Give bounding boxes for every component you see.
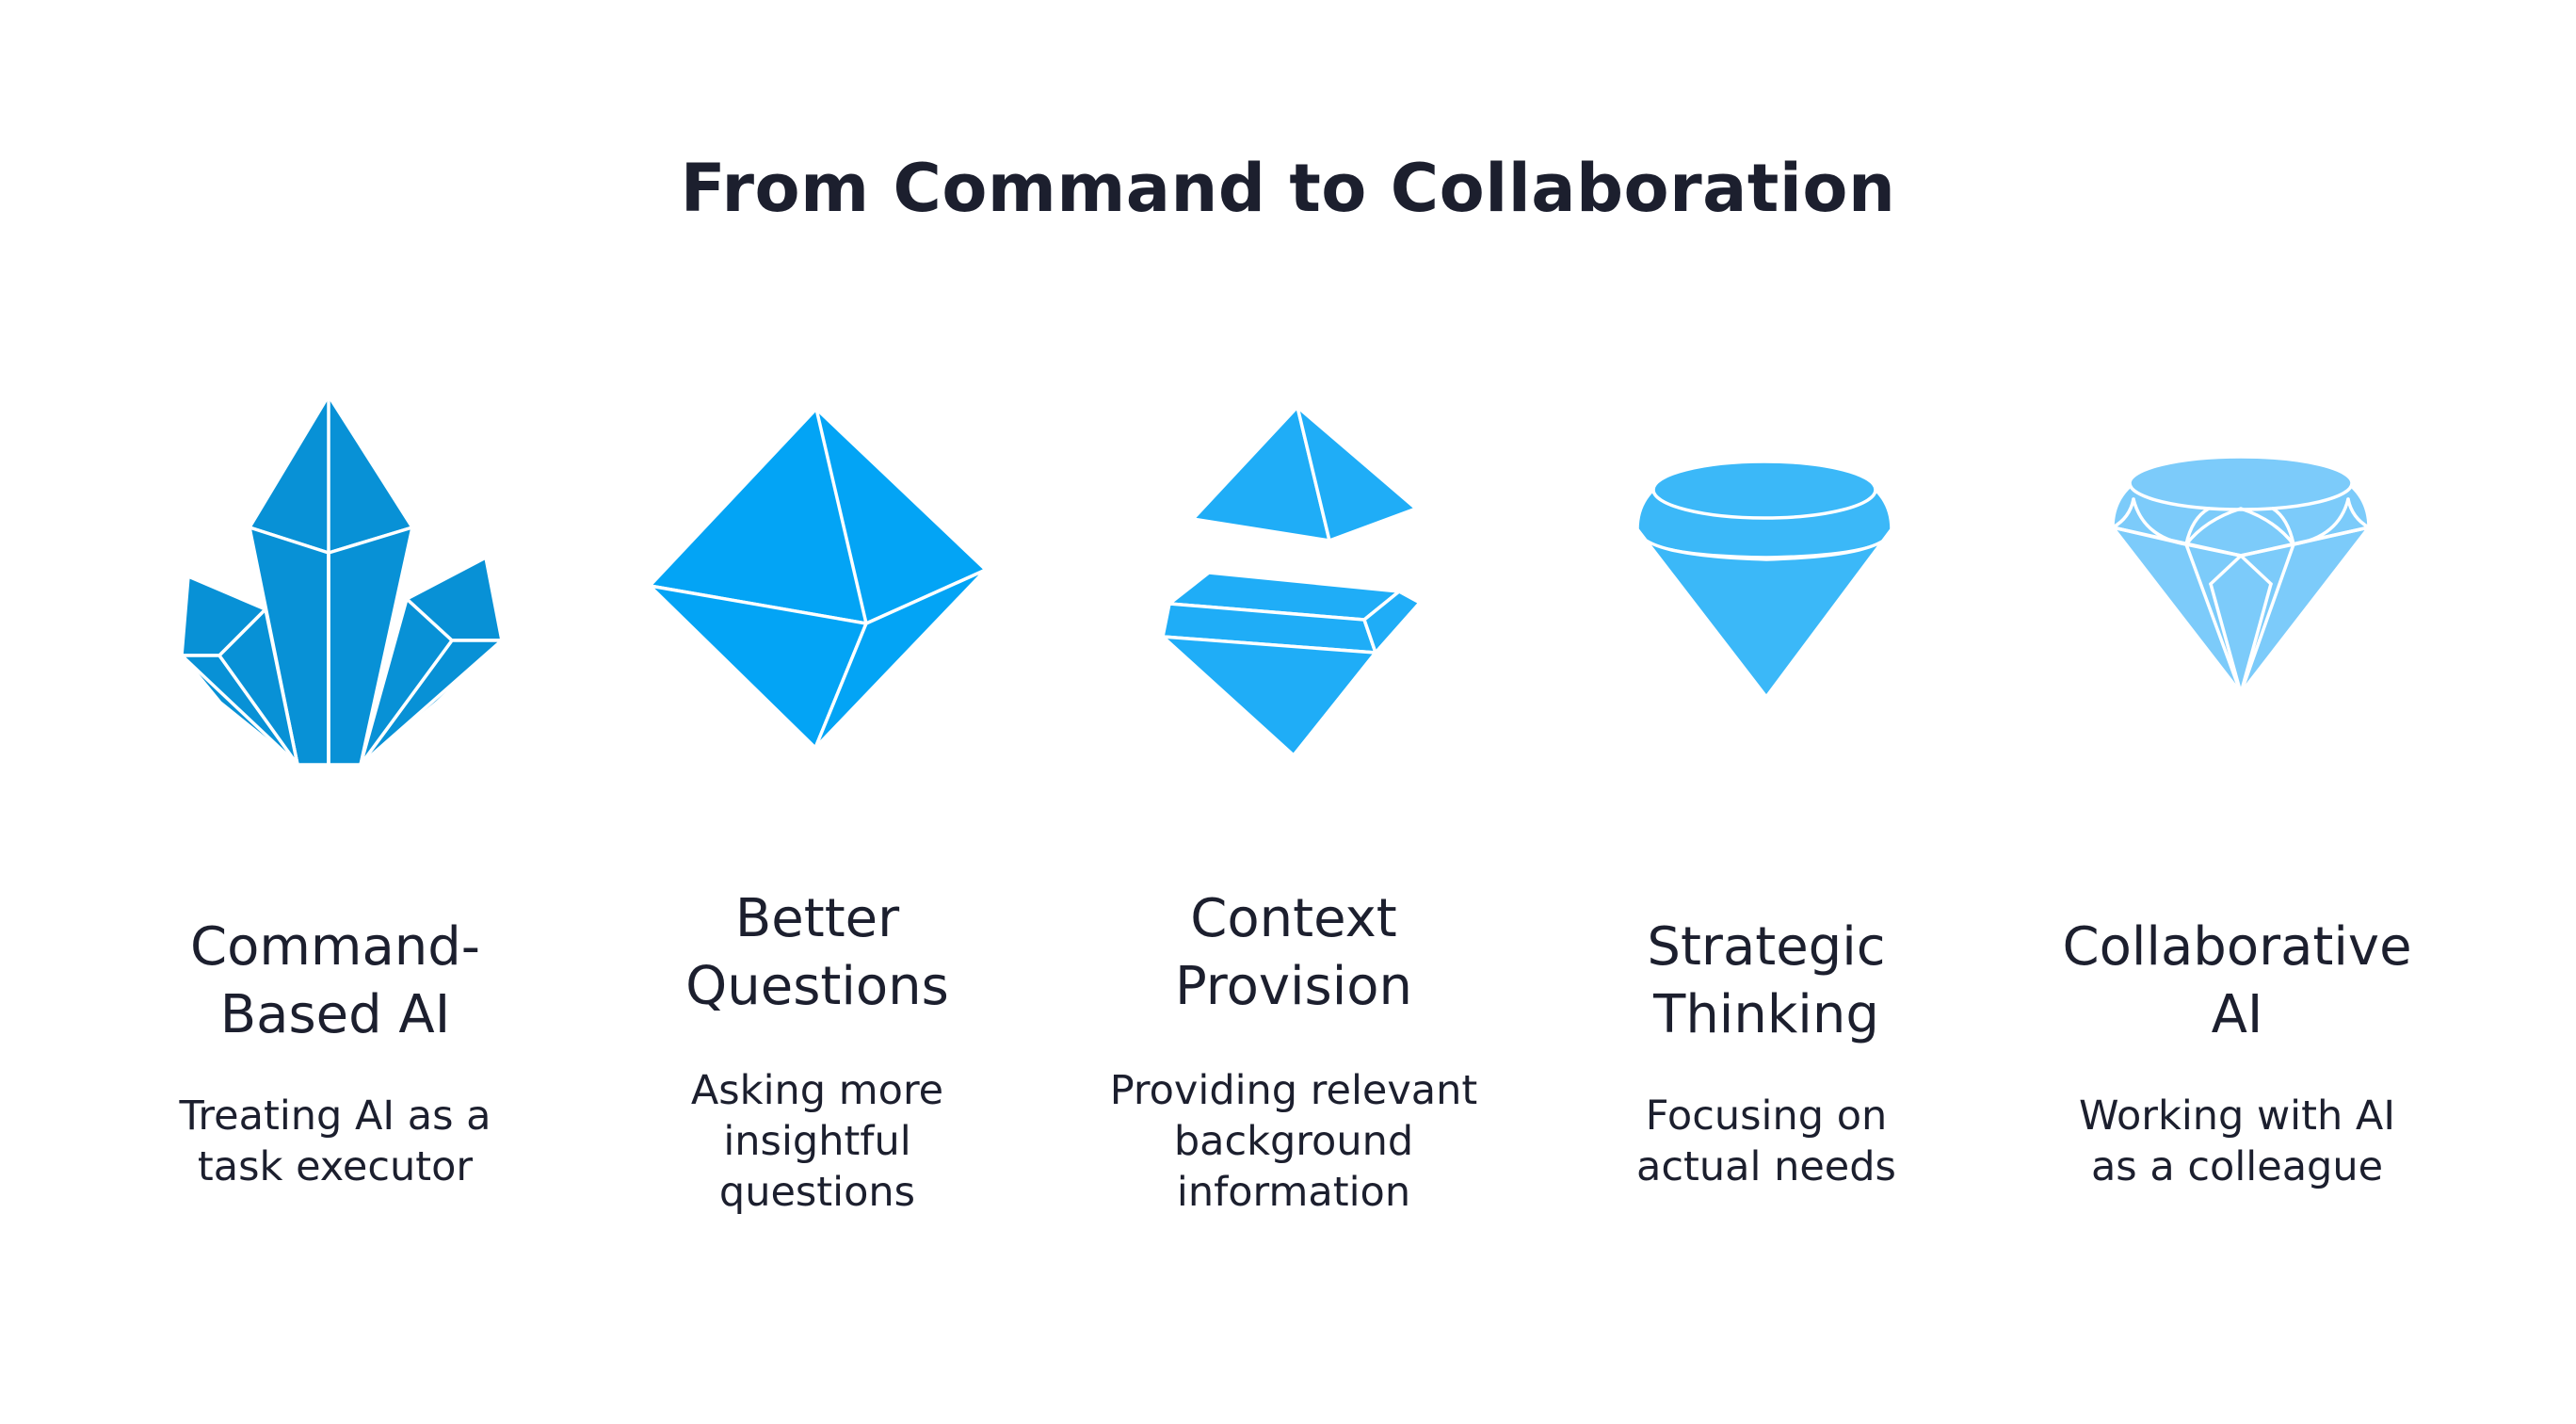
diagram-title: From Command to Collaboration bbox=[680, 150, 1896, 227]
stage-label: Context Provision bbox=[1174, 888, 1413, 1017]
stage-description: Treating AI as a task executor bbox=[179, 1092, 491, 1190]
stage-description: Asking more insightful questions bbox=[690, 1067, 944, 1216]
split-gem-icon bbox=[1030, 377, 1557, 791]
stage-label: Strategic Thinking bbox=[1647, 916, 1886, 1045]
stage-command-based-ai: Command- Based AI Treating AI as a task … bbox=[72, 0, 599, 1424]
stage-context-provision: Context Provision Providing relevant bac… bbox=[1030, 0, 1557, 1424]
stage-label: Better Questions bbox=[685, 888, 949, 1017]
stage-description: Working with AI as a colleague bbox=[2078, 1092, 2396, 1190]
faceted-diamond-icon bbox=[1973, 377, 2501, 791]
stage-description: Focusing on actual needs bbox=[1636, 1092, 1896, 1190]
stage-label: Collaborative AI bbox=[2062, 916, 2412, 1045]
stage-strategic-thinking: Strategic Thinking Focusing on actual ne… bbox=[1503, 0, 2030, 1424]
octahedron-icon bbox=[554, 377, 1081, 791]
stage-label: Command- Based AI bbox=[189, 916, 481, 1045]
stage-collaborative-ai: Collaborative AI Working with AI as a co… bbox=[1973, 0, 2501, 1424]
crystal-cluster-icon bbox=[72, 377, 599, 791]
stage-description: Providing relevant background informatio… bbox=[1109, 1067, 1478, 1216]
stage-better-questions: Better Questions Asking more insightful … bbox=[554, 0, 1081, 1424]
cone-gem-icon bbox=[1503, 377, 2030, 791]
